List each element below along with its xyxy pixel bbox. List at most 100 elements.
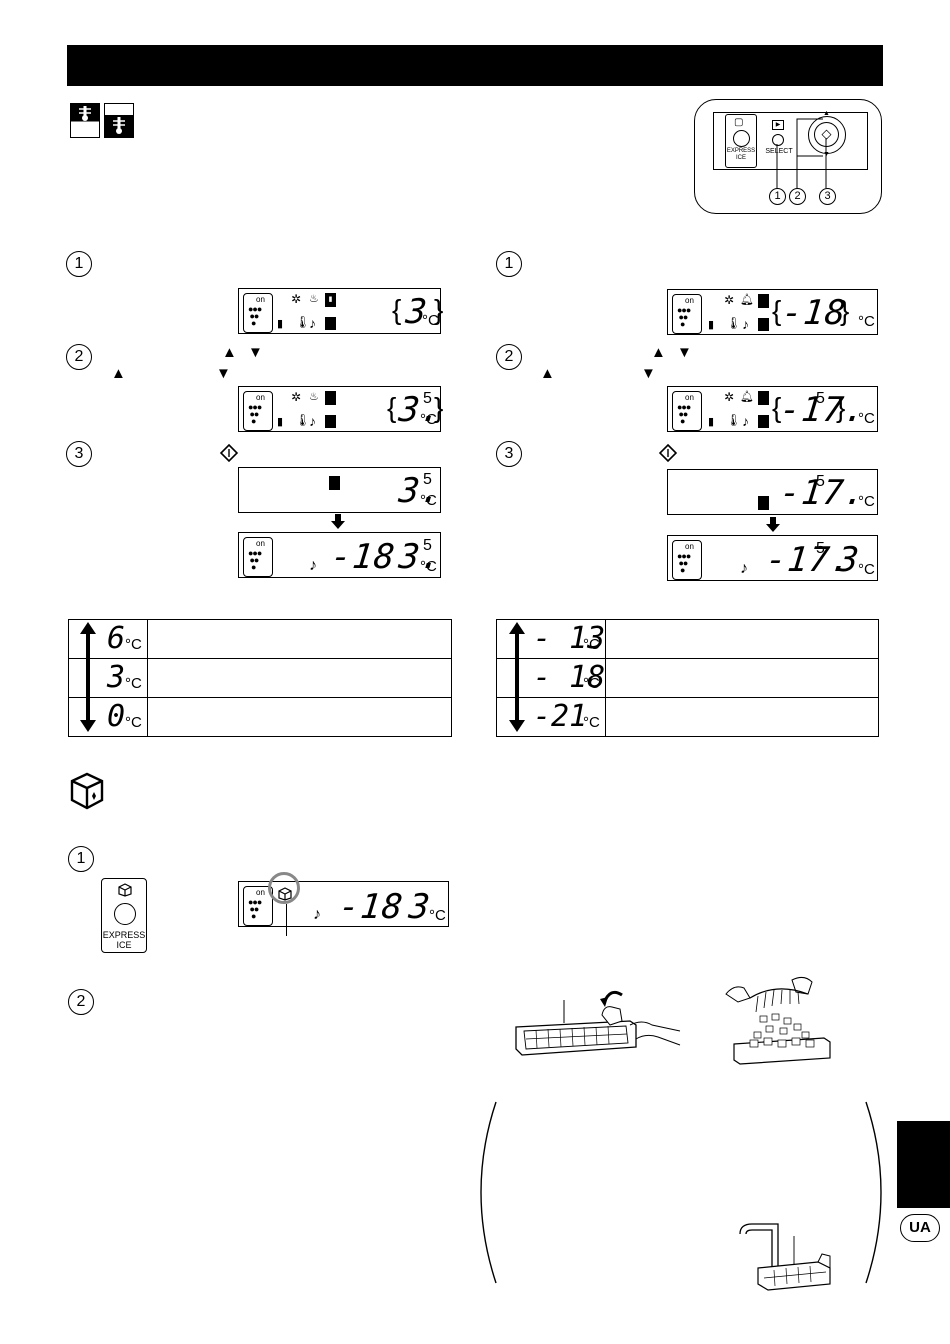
table-row: -21 °C xyxy=(496,697,879,737)
express-ice-button[interactable]: ▢ EXPRESS ICE xyxy=(725,114,757,168)
fridge-step-1-number: 1 xyxy=(66,251,92,277)
freezer-mode-icon xyxy=(758,496,769,510)
ice-tray-filling-illustration xyxy=(738,1212,838,1292)
freezer-mode-icon xyxy=(325,415,336,428)
freezer-temp-decimal: 5 xyxy=(816,473,825,490)
freezer-step-1-number: 1 xyxy=(496,251,522,277)
grape-dots: ●●● ●● ● xyxy=(677,305,691,329)
express-step-2-number: 2 xyxy=(68,989,94,1015)
grape-icon: on ●●● ●● ● xyxy=(672,294,702,334)
lock-icon: ▮ xyxy=(277,416,284,428)
table-row: 6 °C xyxy=(68,619,452,659)
grape-icon: on ●●● ●● ● xyxy=(672,391,702,431)
bell-icon: 🔔︎ xyxy=(740,294,754,306)
range-description xyxy=(605,658,879,698)
up-arrow-icon: ▲ xyxy=(823,110,830,117)
range-description xyxy=(605,697,879,737)
lock-icon: ▮ xyxy=(277,318,284,330)
control-panel-illustration: ▢ EXPRESS ICE ▶ SELECT ◇ ▲ ▼ 1 2 3 xyxy=(694,99,882,214)
sun-icon: ✲ xyxy=(724,390,735,404)
note-icon: ♪ xyxy=(742,316,749,332)
express-ice-label-1: EXPRESS xyxy=(726,148,756,154)
fridge-start-diamond-icon xyxy=(219,443,239,463)
fridge-up-arrow-icon-2: ▲ xyxy=(111,365,126,382)
fridge-mode-icon xyxy=(758,294,769,308)
lock-icon: ▮ xyxy=(708,319,715,331)
freezer-temp-value: -18 xyxy=(328,537,398,577)
bell-icon: ♨ xyxy=(309,391,319,403)
table-row: - 18 °C xyxy=(496,658,879,698)
ice-cube-small-icon: ▢ xyxy=(734,117,744,128)
range-cell: - 18 °C xyxy=(496,658,606,698)
freezer-mode-icon xyxy=(758,318,769,331)
select-label: SELECT xyxy=(765,148,793,155)
fridge-mode-icon: ▮ xyxy=(325,293,336,307)
language-tab xyxy=(897,1121,950,1208)
freezer-temp-unit: °C xyxy=(858,313,875,330)
freezer-lcd-step-2: on ●●● ●● ● ✲ 🔔︎ ▮ 🌡︎ ♪ { -17. 5 } °C xyxy=(667,386,878,432)
grape-icon: on ●●● ●● ● xyxy=(243,537,273,577)
bell-icon: 🔔︎ xyxy=(740,391,754,403)
fridge-temp-unit: °C xyxy=(420,411,437,428)
freezer-up-arrow-icon: ▲ xyxy=(651,344,666,361)
range-cell: -21 °C xyxy=(496,697,606,737)
fridge-temp-decimal: 5 xyxy=(423,390,432,407)
grape-label: on xyxy=(256,393,265,402)
grape-icon: on ●●● ●● ● xyxy=(243,391,273,431)
grape-label: on xyxy=(685,542,694,551)
grape-label: on xyxy=(256,888,265,897)
select-button[interactable] xyxy=(772,134,784,146)
fridge-mode-icon xyxy=(329,476,340,490)
grape-icon: on ●●● ●● ● xyxy=(243,293,273,333)
grape-label: on xyxy=(685,393,694,402)
fridge-temp-unit: °C xyxy=(858,561,875,578)
header-bar xyxy=(67,45,883,86)
range-description xyxy=(147,658,452,698)
blink-right-icon: } xyxy=(434,294,444,325)
freezer-up-arrow-icon-2: ▲ xyxy=(540,365,555,382)
range-description xyxy=(147,619,452,659)
freezer-temp-unit: °C xyxy=(858,410,875,427)
highlight-circle xyxy=(268,872,300,904)
fridge-temp-unit: °C xyxy=(420,558,437,575)
freezer-mode-icon xyxy=(758,415,769,428)
range-value: - 18 xyxy=(533,660,606,695)
range-value: 6 xyxy=(107,621,126,656)
freezer-lcd-step-1: on ●●● ●● ● ✲ 🔔︎ ▮ 🌡︎ ♪ { -18 } °C xyxy=(667,289,878,335)
grape-dots: ●●● ●● ● xyxy=(248,548,262,572)
pointer-line xyxy=(286,904,287,936)
express-ice-label-1: EXPRESS xyxy=(102,930,146,940)
freezer-lcd-step-3-before: -17. 5 °C xyxy=(667,469,878,515)
fridge-down-arrow-icon: ▼ xyxy=(248,344,263,361)
fridge-mode-icon xyxy=(758,391,769,405)
freezer-thermometer-icon xyxy=(104,103,134,138)
fridge-up-arrow-icon: ▲ xyxy=(222,344,237,361)
range-cell: 3 °C xyxy=(68,658,148,698)
blink-left-icon: { xyxy=(392,294,402,325)
fridge-temp-unit: °C xyxy=(420,492,437,509)
freezer-step-3-number: 3 xyxy=(496,441,522,467)
fridge-thermometer-icon xyxy=(70,103,100,138)
freezer-down-arrow-icon-2: ▼ xyxy=(641,365,656,382)
blink-right-icon: } xyxy=(836,392,846,423)
thermometer-icon: 🌡︎ xyxy=(295,315,311,329)
grape-dots: ●●● ●● ● xyxy=(677,402,691,426)
ice-tray-release-illustration xyxy=(720,970,840,1070)
callout-3: 3 xyxy=(819,188,836,205)
express-ice-button-large[interactable]: EXPRESS ICE xyxy=(101,878,147,953)
freezer-range-double-arrow-icon xyxy=(509,622,525,732)
freezer-temp-unit: °C xyxy=(858,493,875,510)
freezer-step-2-number: 2 xyxy=(496,344,522,370)
language-badge: UA xyxy=(900,1214,940,1242)
fridge-temp-decimal: 5 xyxy=(423,537,432,554)
lock-icon: ▮ xyxy=(708,416,715,428)
sun-icon: ✲ xyxy=(724,293,735,307)
fridge-temp-unit: °C xyxy=(422,312,439,329)
ice-tray-twist-illustration xyxy=(512,985,682,1070)
range-description xyxy=(147,697,452,737)
ice-cube-icon xyxy=(70,772,104,810)
express-ice-button-circle xyxy=(114,903,136,925)
express-ice-button-circle xyxy=(733,130,750,147)
note-icon: ♪ xyxy=(309,557,317,574)
range-unit: °C xyxy=(583,675,600,692)
